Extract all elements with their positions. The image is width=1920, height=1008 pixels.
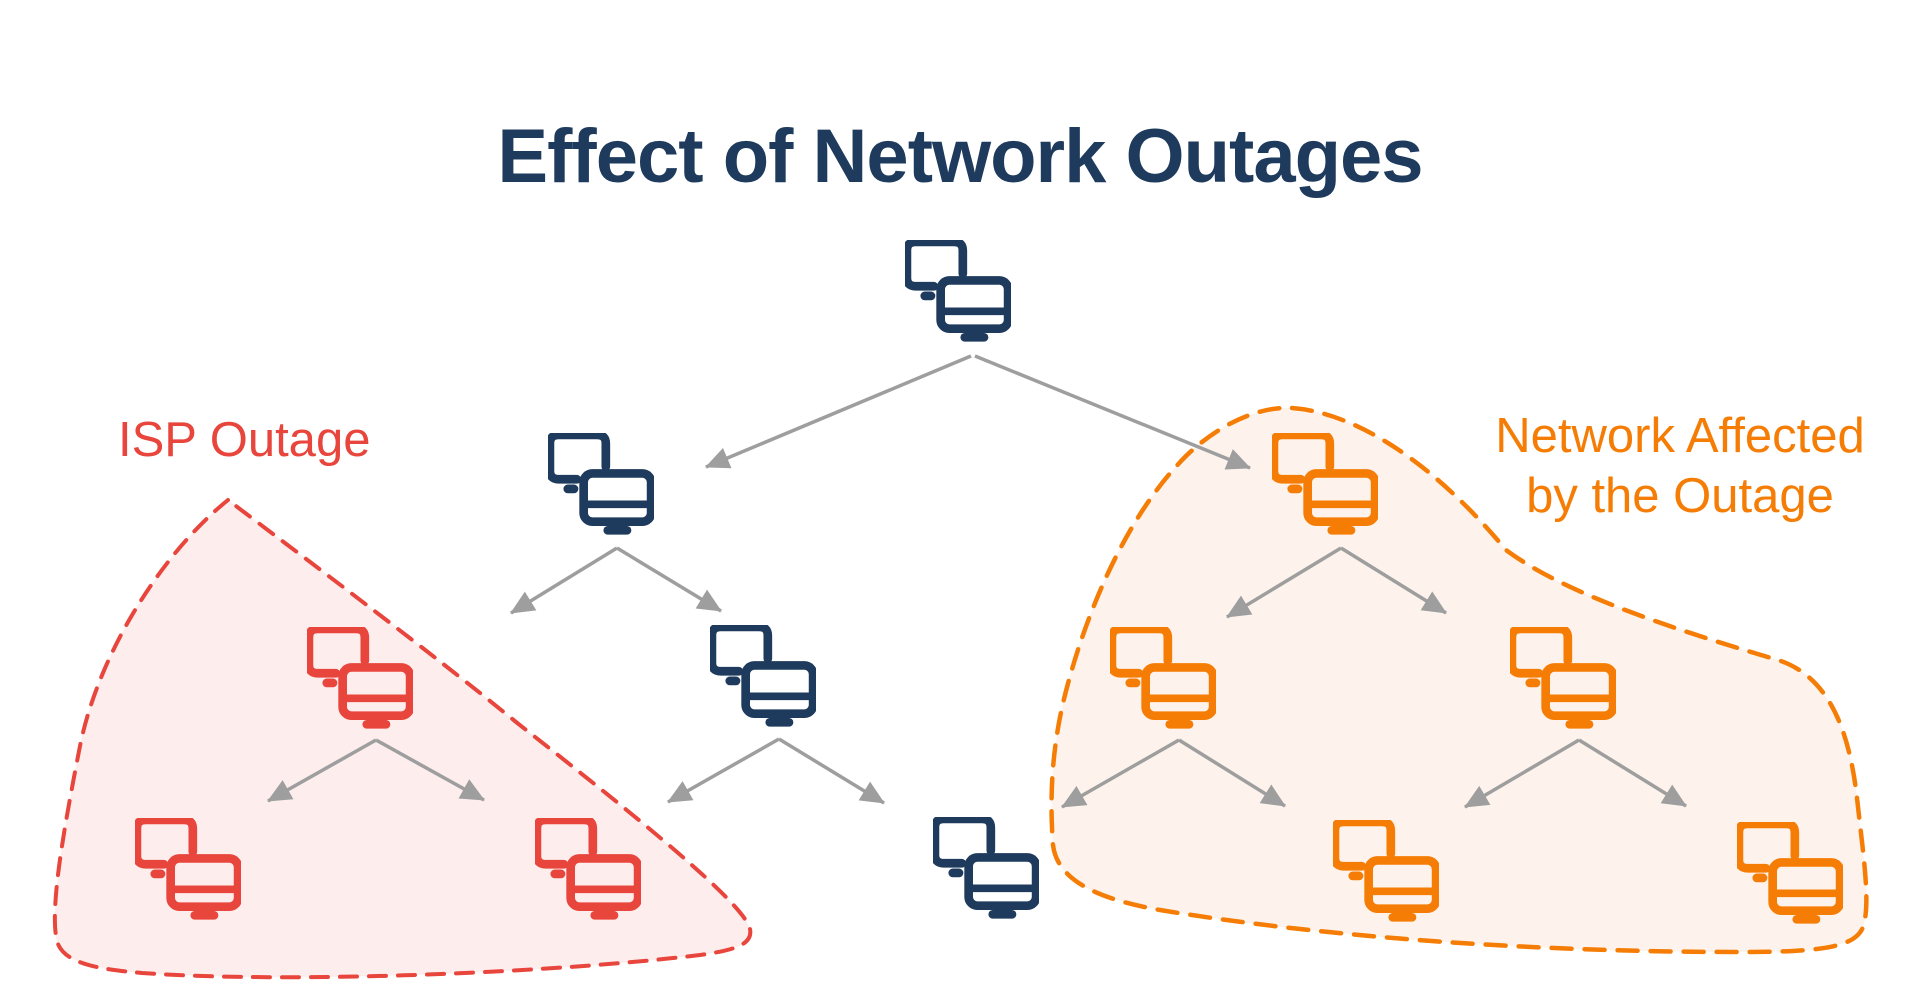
edge-root-right <box>974 354 1251 470</box>
edge-l2navy-right <box>616 546 722 613</box>
affected-label-line1: Network Affected <box>1495 409 1865 463</box>
page-title: Effect of Network Outages <box>497 113 1423 199</box>
affected-network-region <box>1049 405 1869 955</box>
left-branch-node <box>550 435 651 530</box>
edge-redparent-left <box>267 738 377 803</box>
isp-outage-region <box>52 497 753 980</box>
edge-omidright-left <box>1464 738 1580 809</box>
edge-redparent-right <box>375 738 485 802</box>
edge-l2navy-left <box>510 546 618 615</box>
affected-network-label: Network Affected by the Outage <box>1425 406 1920 526</box>
edge-layer <box>267 354 1687 809</box>
root-node <box>907 242 1008 337</box>
edge-l2orange-right <box>1340 546 1447 615</box>
edge-omidleft-right <box>1178 738 1286 808</box>
edge-l3navy-left <box>667 737 780 804</box>
isp-outage-label: ISP Outage <box>118 413 371 467</box>
healthy-leaf-node <box>935 819 1036 914</box>
affected-label-line2: by the Outage <box>1526 469 1834 523</box>
edge-root-left <box>705 354 972 469</box>
edge-omidright-right <box>1578 738 1687 808</box>
edge-omidleft-left <box>1061 738 1180 809</box>
edge-l2orange-left <box>1226 546 1342 619</box>
edge-l3navy-right <box>778 737 885 805</box>
mid-branch-node <box>712 627 813 722</box>
